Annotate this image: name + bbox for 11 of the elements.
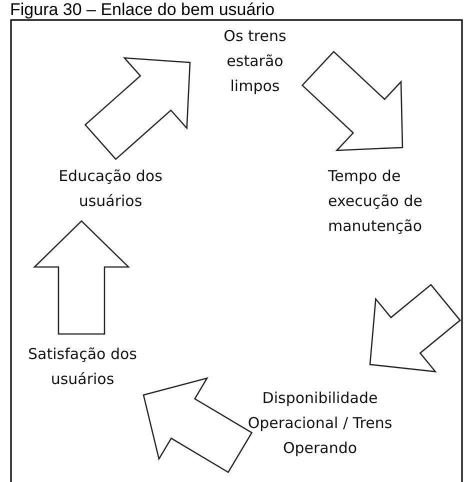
cycle-step-label: Disponibilidade Operacional / Trens Operando — [246, 388, 394, 459]
block-arrow — [32, 220, 130, 335]
block-arrow — [369, 284, 461, 372]
cycle-step-label: Educação dos usuários — [58, 166, 164, 212]
block-arrow — [142, 377, 253, 474]
block-arrow — [84, 57, 191, 160]
figure-title: Figura 30 – Enlace do bem usuário — [10, 0, 275, 19]
cycle-step-label: Os trens estarão limpos — [222, 26, 288, 97]
block-arrow — [301, 50, 404, 152]
cycle-step-label: Satisfação dos usuários — [27, 344, 138, 390]
cycle-step-label: Tempo de execução de manutenção — [328, 166, 424, 237]
